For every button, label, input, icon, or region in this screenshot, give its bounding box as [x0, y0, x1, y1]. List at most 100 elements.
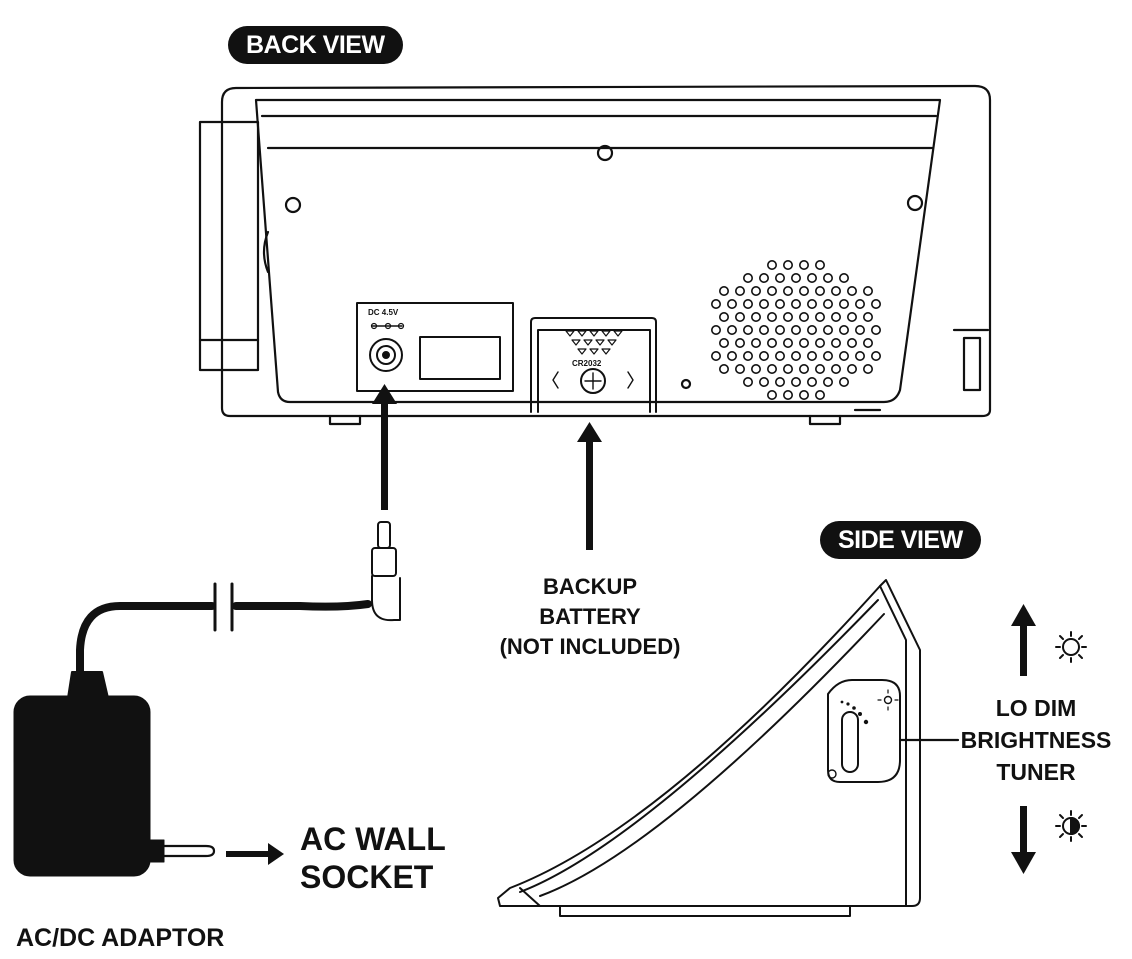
speaker-hole	[806, 272, 817, 283]
speaker-hole	[806, 350, 817, 361]
speaker-hole	[806, 324, 817, 335]
speaker-hole	[806, 298, 817, 309]
speaker-hole	[782, 259, 793, 270]
ac-wall-socket-line1: AC WALL	[300, 821, 446, 857]
tuner-label: LO DIM BRIGHTNESS TUNER	[948, 692, 1124, 788]
speaker-hole	[750, 337, 761, 348]
speaker-hole	[838, 350, 849, 361]
tuner-line3: TUNER	[996, 759, 1076, 785]
speaker-hole	[782, 285, 793, 296]
speaker-hole	[830, 337, 841, 348]
speaker-hole	[750, 363, 761, 374]
speaker-hole	[726, 298, 737, 309]
speaker-hole	[758, 376, 769, 387]
speaker-hole	[790, 376, 801, 387]
wall-socket-arrow	[226, 843, 284, 865]
speaker-hole	[798, 363, 809, 374]
speaker-hole	[758, 298, 769, 309]
speaker-hole	[782, 389, 793, 400]
speaker-hole	[830, 285, 841, 296]
speaker-hole	[822, 350, 833, 361]
half-sun-icon	[1055, 810, 1087, 842]
speaker-hole	[766, 311, 777, 322]
sun-icon	[1055, 631, 1087, 663]
speaker-hole	[838, 298, 849, 309]
adaptor-body	[13, 695, 216, 877]
backup-battery-line3: (NOT INCLUDED)	[499, 634, 681, 659]
speaker-hole	[830, 363, 841, 374]
speaker-hole	[798, 389, 809, 400]
speaker-hole	[790, 350, 801, 361]
speaker-hole	[870, 298, 881, 309]
speaker-hole	[774, 298, 785, 309]
speaker-hole	[774, 350, 785, 361]
backup-battery-line2: BATTERY	[539, 604, 641, 629]
speaker-hole	[822, 298, 833, 309]
speaker-hole	[734, 363, 745, 374]
speaker-hole	[870, 350, 881, 361]
speaker-hole	[710, 298, 721, 309]
speaker-hole	[870, 324, 881, 335]
speaker-hole	[822, 376, 833, 387]
speaker-hole	[838, 324, 849, 335]
adaptor-cable	[67, 582, 372, 699]
speaker-hole	[742, 324, 753, 335]
speaker-hole	[814, 259, 825, 270]
speaker-hole	[718, 363, 729, 374]
speaker-hole	[862, 285, 873, 296]
speaker-hole	[814, 363, 825, 374]
speaker-hole	[758, 324, 769, 335]
speaker-hole	[814, 337, 825, 348]
speaker-hole	[862, 363, 873, 374]
speaker-hole	[822, 272, 833, 283]
speaker-hole	[798, 311, 809, 322]
speaker-hole	[758, 350, 769, 361]
speaker-grille	[710, 259, 881, 400]
speaker-hole	[790, 272, 801, 283]
speaker-hole	[726, 324, 737, 335]
battery-compartment	[530, 317, 657, 413]
back-view-badge: BACK VIEW	[228, 26, 403, 64]
speaker-hole	[790, 298, 801, 309]
speaker-hole	[854, 350, 865, 361]
speaker-hole	[718, 311, 729, 322]
ac-wall-socket-label: AC WALL SOCKET	[300, 820, 446, 896]
speaker-hole	[742, 272, 753, 283]
backup-battery-label: BACKUP BATTERY (NOT INCLUDED)	[440, 572, 740, 662]
speaker-hole	[846, 363, 857, 374]
speaker-hole	[814, 285, 825, 296]
speaker-hole	[734, 337, 745, 348]
speaker-hole	[798, 285, 809, 296]
tuner-line1: LO DIM	[995, 695, 1077, 721]
side-view-badge: SIDE VIEW	[820, 521, 981, 559]
speaker-hole	[798, 337, 809, 348]
speaker-hole	[838, 272, 849, 283]
speaker-hole	[726, 350, 737, 361]
speaker-hole	[742, 350, 753, 361]
speaker-hole	[718, 285, 729, 296]
speaker-hole	[782, 363, 793, 374]
speaker-hole	[782, 311, 793, 322]
speaker-hole	[822, 324, 833, 335]
speaker-hole	[758, 272, 769, 283]
speaker-hole	[862, 311, 873, 322]
ac-wall-socket-line2: SOCKET	[300, 859, 434, 895]
speaker-hole	[782, 337, 793, 348]
speaker-hole	[814, 311, 825, 322]
dc-port-panel	[356, 302, 514, 392]
dc-arrow	[372, 384, 397, 510]
adaptor-label: AC/DC ADAPTOR	[16, 924, 225, 952]
speaker-hole	[718, 337, 729, 348]
speaker-hole	[774, 324, 785, 335]
battery-arrow	[577, 422, 602, 550]
back-view-device	[198, 84, 992, 426]
speaker-hole	[734, 285, 745, 296]
speaker-hole	[862, 337, 873, 348]
speaker-hole	[774, 376, 785, 387]
speaker-hole	[814, 389, 825, 400]
speaker-hole	[846, 285, 857, 296]
battery-type-label: CR2032	[572, 359, 602, 368]
speaker-hole	[846, 337, 857, 348]
